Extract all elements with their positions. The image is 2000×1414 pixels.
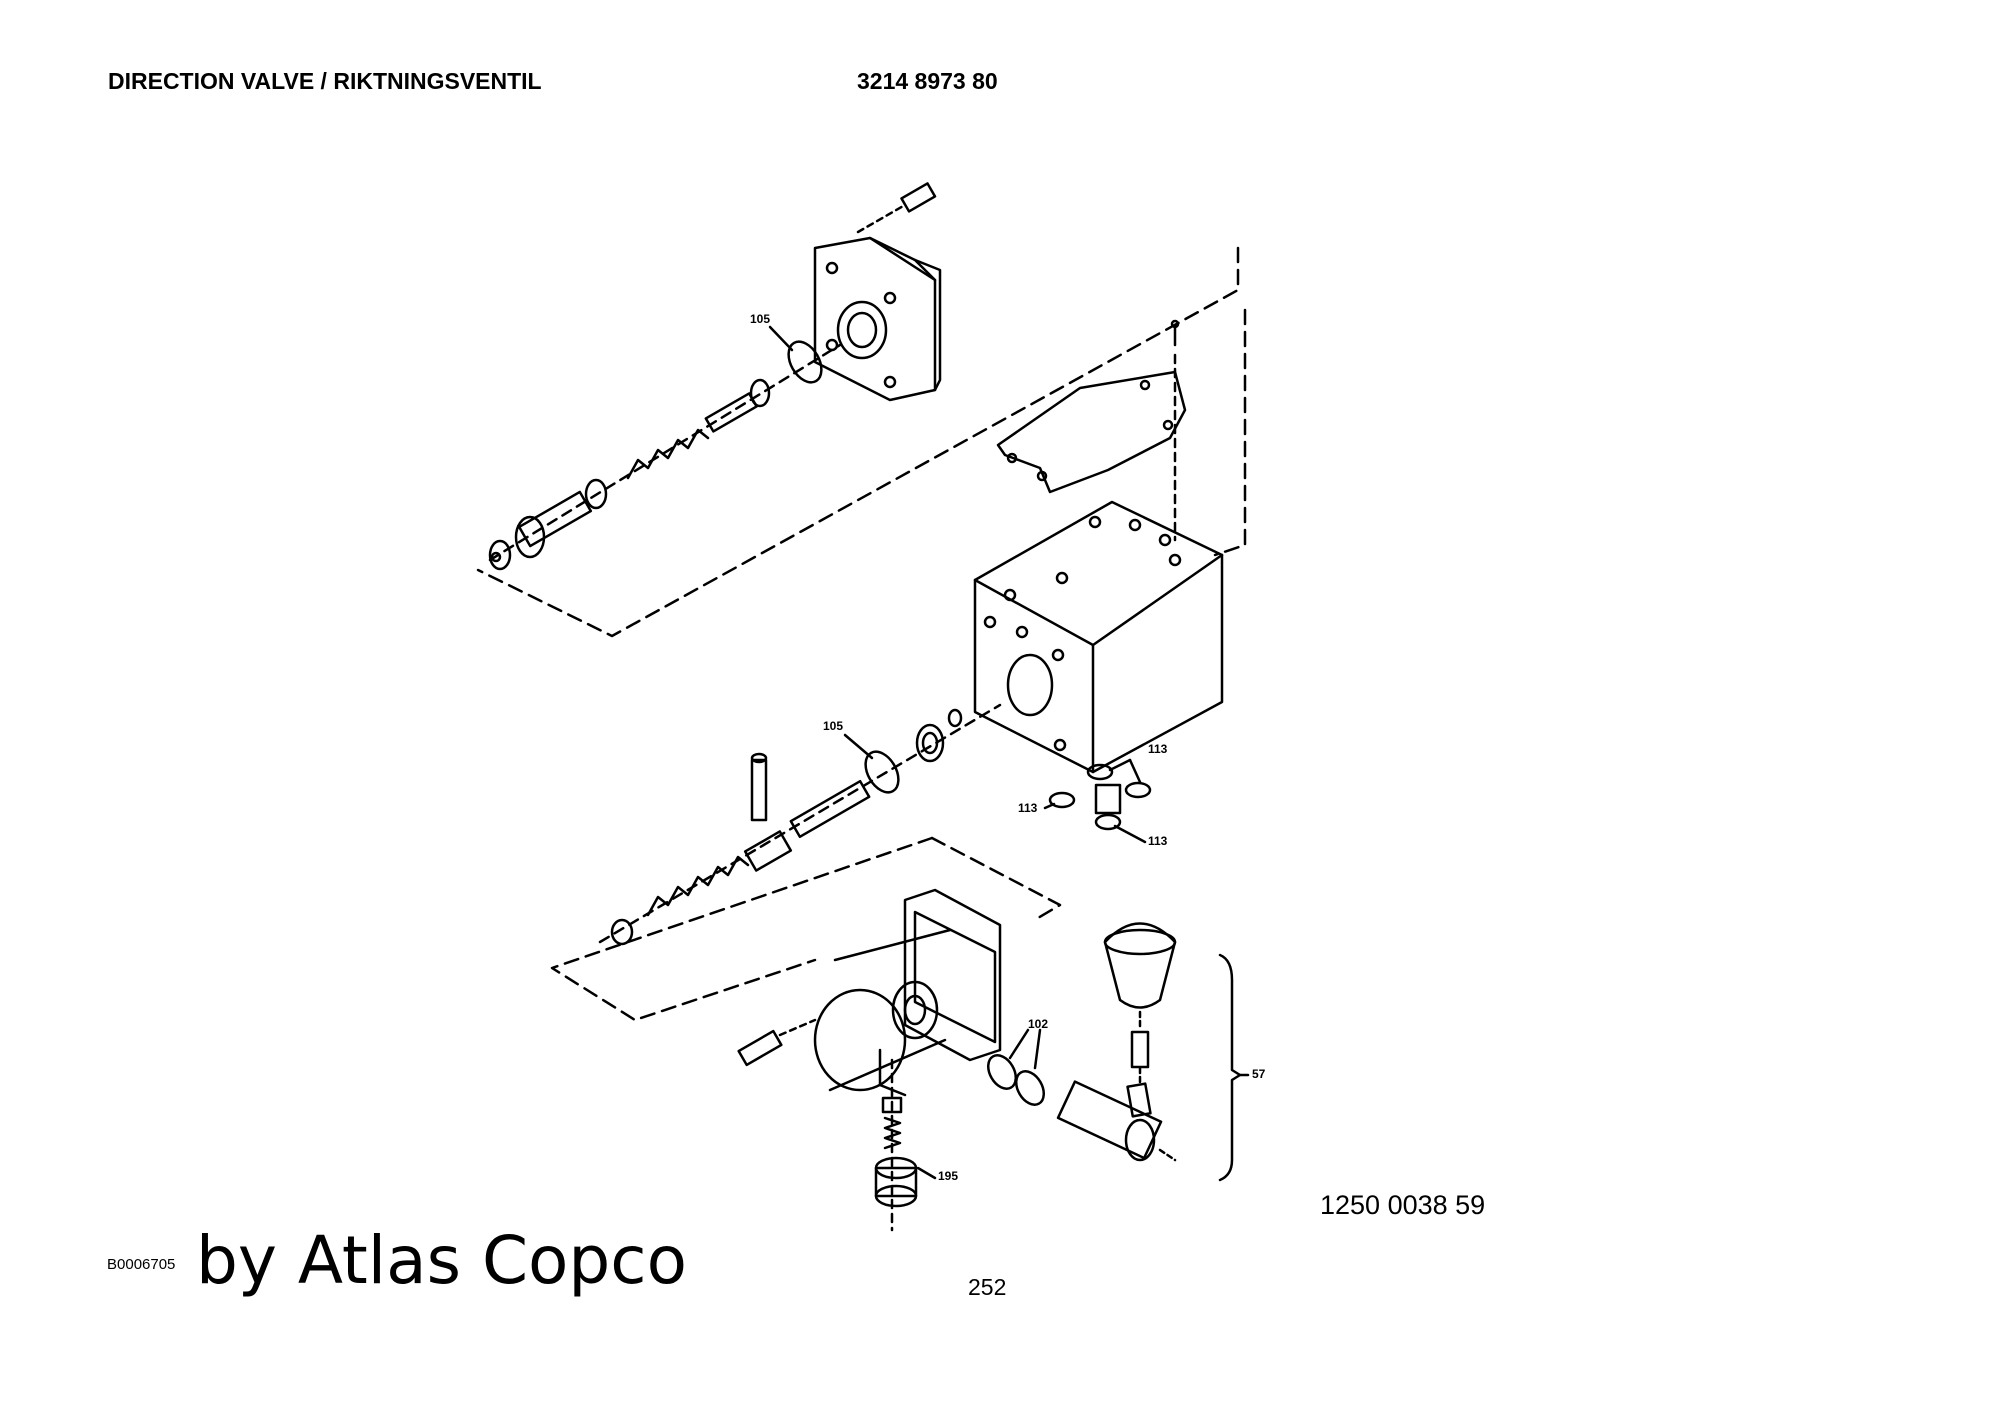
callout-195: 195 <box>938 1169 958 1183</box>
top-bolt <box>856 182 937 234</box>
o-ring-105-top <box>787 340 823 384</box>
callout-113-upper: 113 <box>1148 742 1168 756</box>
valve-block <box>973 500 1224 774</box>
gasket-plate <box>996 370 1187 494</box>
callout-102: 102 <box>1028 1017 1048 1031</box>
handle-knob <box>1056 922 1250 1182</box>
small-screw <box>1170 319 1180 542</box>
part-number: 3214 8973 80 <box>857 68 998 94</box>
page-number: 252 <box>968 1274 1007 1300</box>
callout-113-lower: 113 <box>1148 834 1168 848</box>
upper-group-frame <box>476 246 1240 638</box>
callout-105-top: 105 <box>750 312 770 326</box>
actuator-housing <box>737 888 1002 1097</box>
top-end-cover <box>813 236 942 402</box>
callout-105-middle: 105 <box>823 719 843 733</box>
top-spool-assembly <box>488 343 842 571</box>
washers-113 <box>1043 758 1152 844</box>
middle-spool-assembly <box>598 703 1002 946</box>
callout-57: 57 <box>1252 1067 1266 1081</box>
drawing-number: 1250 0038 59 <box>1320 1190 1486 1220</box>
page-title: DIRECTION VALVE / RIKTNINGSVENTIL <box>108 68 542 94</box>
lower-group-frame-left <box>550 836 934 1022</box>
ring-102-a <box>987 1054 1017 1090</box>
ring-102-b <box>1015 1070 1045 1106</box>
brand-caption: by Atlas Copco <box>196 1222 687 1299</box>
plug-assembly <box>874 1058 937 1232</box>
image-code: B0006705 <box>107 1256 176 1273</box>
callout-113-left: 113 <box>1018 801 1038 815</box>
lower-group-frame <box>930 836 1062 920</box>
right-vertical-leader <box>1213 308 1247 557</box>
